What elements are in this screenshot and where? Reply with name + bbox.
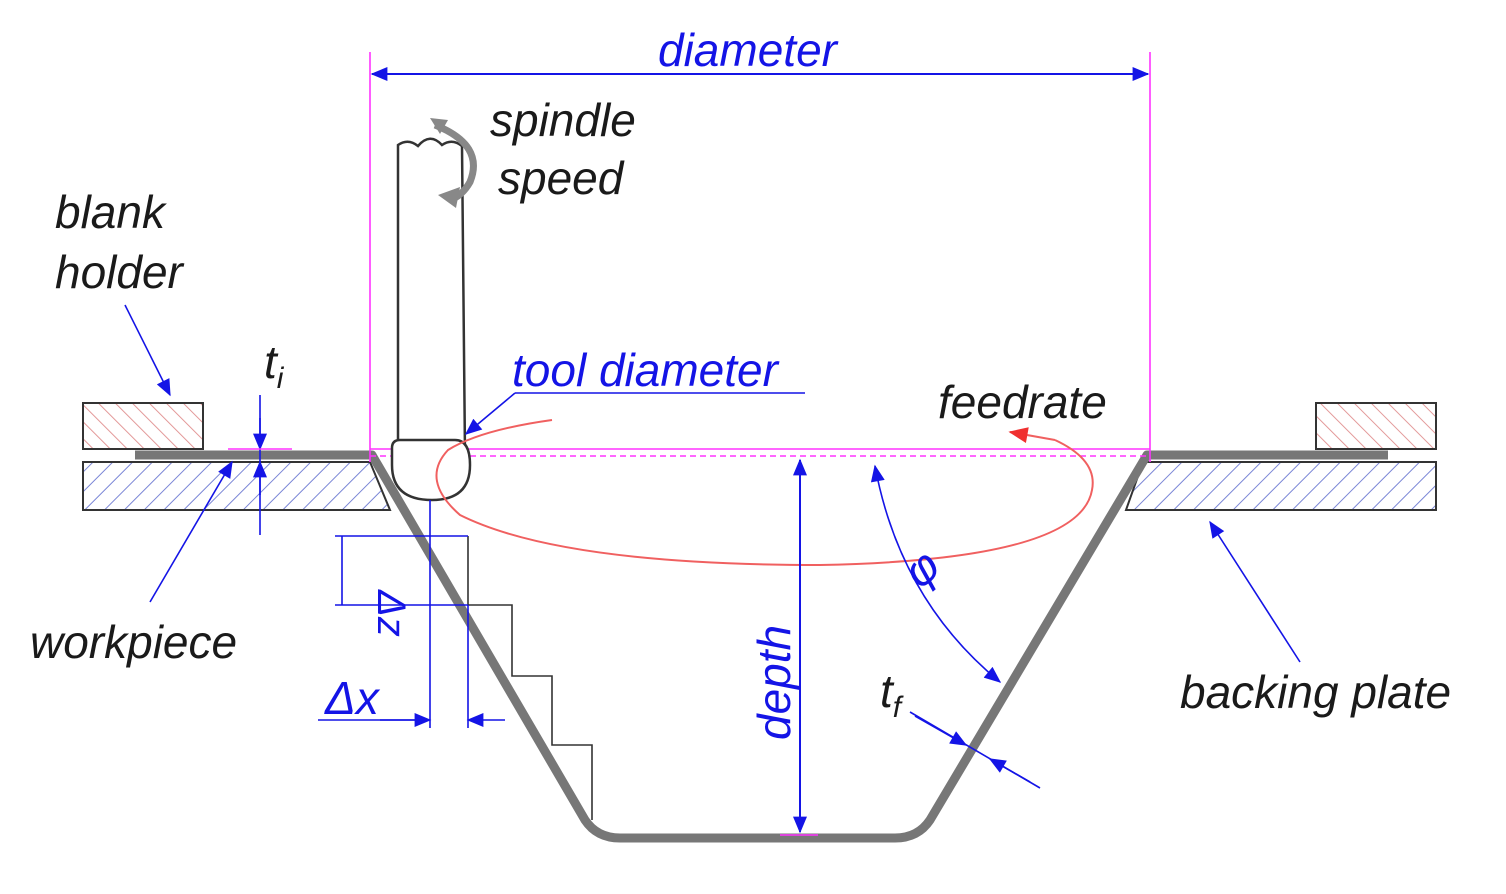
final-thickness-dimension: [909, 711, 1041, 789]
delta-z-dimension: [335, 535, 468, 606]
blank-holder-leader: [124, 304, 171, 397]
feedrate-label: feedrate: [938, 376, 1107, 428]
initial-thickness-dimension: [228, 395, 292, 535]
workpiece-label: workpiece: [30, 616, 237, 668]
guide-lines: [369, 52, 1151, 836]
diameter-label: diameter: [658, 24, 839, 76]
depth-label: depth: [748, 625, 800, 740]
backing-plate-left: [82, 461, 392, 511]
workpiece-leader: [149, 460, 233, 603]
tool-diameter-label: tool diameter: [512, 344, 780, 396]
delta-z-label: Δz: [369, 589, 413, 637]
holder-label: holder: [55, 246, 185, 298]
delta-x-dimension: [318, 500, 505, 728]
wall-angle-dimension: [870, 464, 1002, 683]
spindle-rotation-arrow-icon: [430, 118, 477, 208]
delta-x-label: Δx: [324, 672, 381, 724]
initial-thickness-label: ti: [264, 336, 285, 395]
backing-plate-leader: [1209, 520, 1301, 663]
workpiece-profile: [135, 450, 1388, 843]
forming-tool: [390, 137, 472, 502]
speed-label: speed: [498, 152, 625, 204]
spindle-label: spindle: [490, 94, 636, 146]
blank-holder-left: [82, 402, 204, 450]
blank-label: blank: [55, 186, 167, 238]
step-staircase: [467, 536, 593, 820]
backing-plate-right: [1124, 461, 1437, 511]
blank-holder-right: [1315, 402, 1437, 450]
backing-plate-label: backing plate: [1180, 666, 1451, 718]
final-thickness-label: tf: [880, 665, 904, 724]
tool-path: [435, 419, 1094, 567]
tool-diameter-leader: [464, 392, 805, 435]
phi-label: φ: [893, 539, 949, 598]
